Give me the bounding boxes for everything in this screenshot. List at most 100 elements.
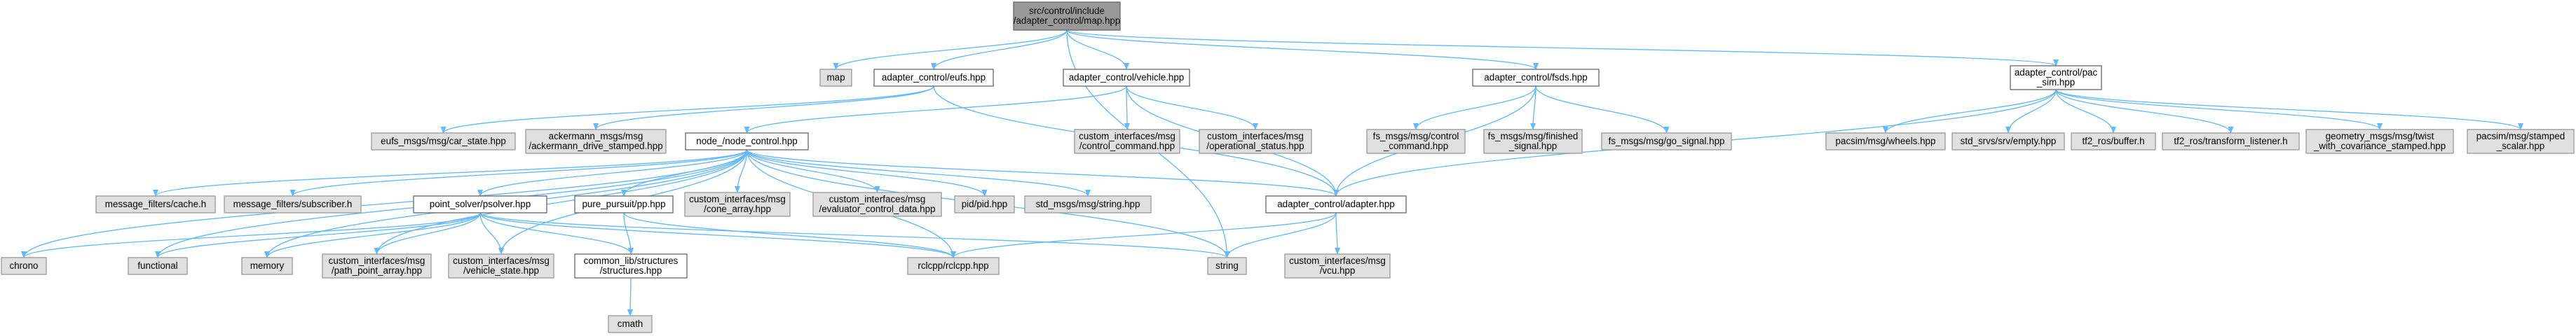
node-box <box>1366 129 1466 154</box>
node-box <box>2071 132 2156 150</box>
node-box <box>2305 129 2454 154</box>
node-box <box>224 195 362 214</box>
node-label: _sim.hpp <box>2036 77 2075 88</box>
node-pp[interactable]: pure_pursuit/pp.hpp <box>574 195 674 214</box>
node-box <box>1013 1 1121 31</box>
node-box <box>1825 132 1946 150</box>
node-control-command: custom_interfaces/msg/control_command.hp… <box>1074 129 1180 154</box>
node-box <box>685 132 809 150</box>
node-label: custom_interfaces/msg <box>689 194 786 204</box>
node-label: /vehicle_state.hpp <box>463 265 539 276</box>
node-structures[interactable]: common_lib/structures/structures.hpp <box>574 253 688 279</box>
node-label: custom_interfaces/msg <box>829 194 926 204</box>
node-label: geometry_msgs/msg/twist <box>2326 131 2434 141</box>
edge-vehicle-to-node <box>744 85 1127 134</box>
edge-root-to-vehicle <box>1066 29 1129 70</box>
node-pacsim[interactable]: adapter_control/pac_sim.hpp <box>2010 65 2102 90</box>
edge-node-to-evaluator <box>746 149 880 193</box>
node-label: tf2_ros/buffer.h <box>2082 136 2144 146</box>
edge-psolver-to-memory <box>264 212 481 258</box>
node-tf2-buffer: tf2_ros/buffer.h <box>2071 132 2156 150</box>
node-label: std_srvs/srv/empty.hpp <box>1961 136 2057 146</box>
edge-node-to-pid <box>746 149 988 197</box>
edge-pacsim-to-wheels <box>1883 89 2057 134</box>
edge-psolver-to-vehicle_state <box>479 212 504 255</box>
node-fsds[interactable]: adapter_control/fsds.hpp <box>1472 69 1600 87</box>
node-label: /control_command.hpp <box>1079 141 1175 151</box>
node-label: pacsim/msg/wheels.hpp <box>1836 136 1936 146</box>
node-string: string <box>1207 257 1247 275</box>
node-label: _scalar.hpp <box>2496 141 2545 151</box>
edge-psolver-to-functional <box>155 212 481 258</box>
edge-adapter-to-string <box>1224 212 1337 258</box>
edge-structures-to-cmath <box>627 277 634 316</box>
node-label: fs_msgs/msg/control <box>1373 131 1459 141</box>
node-label: adapter_control/vehicle.hpp <box>1069 72 1185 83</box>
edge-node-to-cone_array <box>735 149 748 193</box>
node-label: rclcpp/rclcpp.hpp <box>918 260 988 271</box>
edge-pp-to-rclcpp <box>623 212 956 258</box>
node-label: node_/node_control.hpp <box>696 136 797 146</box>
node-box <box>1207 257 1247 275</box>
node-box <box>574 253 688 279</box>
node-box <box>95 195 216 214</box>
edge-pp-to-structures <box>623 212 634 255</box>
node-label: adapter_control/eufs.hpp <box>882 72 986 83</box>
node-root[interactable]: src/control/include/adapter_control/map.… <box>1013 1 1121 31</box>
node-adapter[interactable]: adapter_control/adapter.hpp <box>1265 195 1407 214</box>
edge-node-to-std_string <box>746 149 1091 197</box>
node-rclcpp: rclcpp/rclcpp.hpp <box>907 257 1000 275</box>
node-operational-status: custom_interfaces/msg/operational_status… <box>1199 129 1312 154</box>
edge-pacsim-to-tf2_buffer <box>2055 89 2116 134</box>
edge-pacsim-to-stamped_scalar <box>2055 89 2523 130</box>
node-label: custom_interfaces/msg <box>453 255 550 266</box>
node-finished-signal: fs_msgs/msg/finished_signal.hpp <box>1483 129 1583 154</box>
node-cmath: cmath <box>608 315 653 333</box>
edge-pacsim-to-tf2_listener <box>2055 89 2234 134</box>
node-cone-array: custom_interfaces/msg/cone_array.hpp <box>684 192 791 217</box>
node-label: pid/pid.hpp <box>962 199 1008 209</box>
node-label: /vcu.hpp <box>1320 265 1356 276</box>
node-label: _with_covariance_stamped.hpp <box>2313 141 2446 151</box>
node-box <box>128 257 188 275</box>
node-label: /path_point_array.hpp <box>332 265 422 276</box>
node-stamped-scalar: pacsim/msg/stamped_scalar.hpp <box>2467 129 2575 154</box>
node-evaluator: custom_interfaces/msg/evaluator_control_… <box>812 192 942 217</box>
node-std-string: std_msgs/msg/string.hpp <box>1024 195 1152 214</box>
node-label: map <box>826 72 845 83</box>
edge-adapter-to-vcu <box>1334 212 1340 255</box>
node-vcu: custom_interfaces/msg/vcu.hpp <box>1284 253 1391 279</box>
node-vehicle[interactable]: adapter_control/vehicle.hpp <box>1063 69 1190 87</box>
node-eufs[interactable]: adapter_control/eufs.hpp <box>873 69 994 87</box>
node-box <box>413 195 547 214</box>
node-label: /operational_status.hpp <box>1206 141 1304 151</box>
edge-root-to-pacsim <box>1066 29 2059 66</box>
node-box <box>574 195 674 214</box>
node-box <box>812 192 942 217</box>
node-fs-control-command: fs_msgs/msg/control_command.hpp <box>1366 129 1466 154</box>
node-label: adapter_control/pac <box>2015 67 2098 78</box>
edge-node-to-cache <box>153 149 748 197</box>
edge-root-to-map <box>833 29 1068 70</box>
node-label: message_filters/subscriber.h <box>233 199 353 209</box>
node-functional: functional <box>128 257 188 275</box>
node-box <box>2162 132 2300 150</box>
edge-node-to-adapter <box>746 149 1339 197</box>
node-psolver[interactable]: point_solver/psolver.hpp <box>413 195 547 214</box>
edge-node-to-subscriber <box>289 149 748 197</box>
edge-fsds-to-finished_signal <box>1530 85 1536 130</box>
node-label: src/control/include <box>1029 6 1105 16</box>
node-box <box>873 69 994 87</box>
node-box <box>907 257 1000 275</box>
node-path-point-array: custom_interfaces/msg/path_point_array.h… <box>322 253 432 279</box>
node-box <box>322 253 432 279</box>
node-label: common_lib/structures <box>584 255 679 266</box>
node-box <box>525 129 667 154</box>
node-wheels: pacsim/msg/wheels.hpp <box>1825 132 1946 150</box>
node-label: cmath <box>618 318 643 329</box>
node-label: /structures.hpp <box>600 265 662 276</box>
edge-psolver-to-path_point_array <box>374 212 481 255</box>
node-node[interactable]: node_/node_control.hpp <box>685 132 809 150</box>
